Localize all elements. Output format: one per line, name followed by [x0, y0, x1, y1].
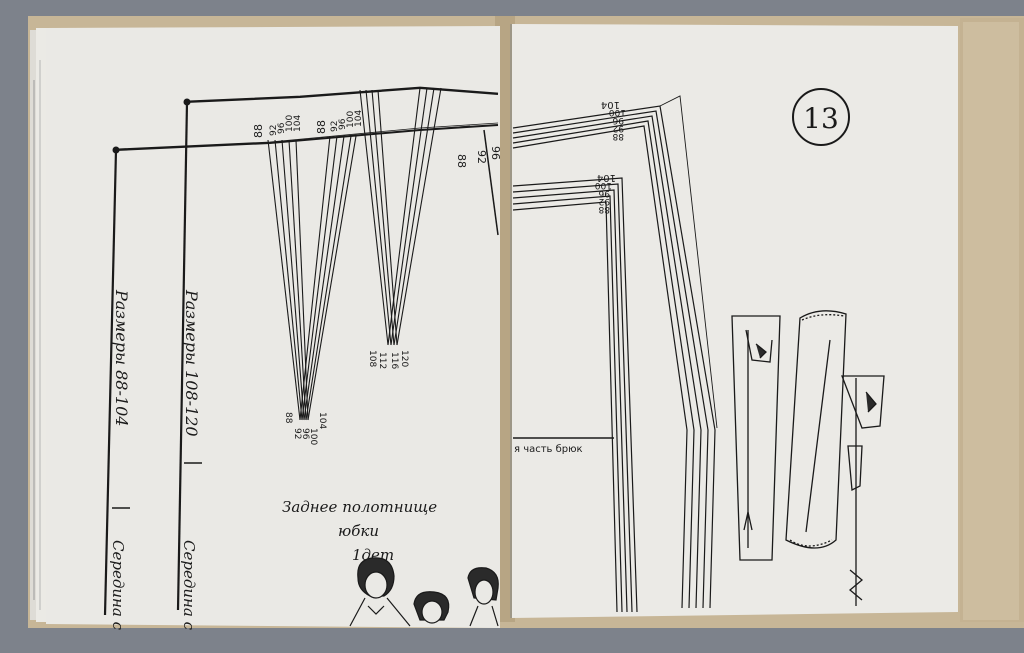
trouser-leg-2: [785, 310, 847, 549]
dart3-bottom-size-0: 108: [367, 350, 377, 367]
outer-size-4: 88: [612, 131, 624, 141]
dart1-top-size-0: 88: [252, 124, 265, 138]
inner-size-1: 100: [595, 180, 612, 190]
label-sizes-88-104: Размеры 88-104: [112, 289, 131, 426]
dart1-bottom-size-2: 96: [300, 428, 310, 440]
dart-1: [267, 135, 357, 421]
outer-size-0: 104: [601, 99, 620, 110]
dart-1-bottom-sizes: 88 92 96 100 104: [283, 412, 327, 445]
fashion-figures-illustration: [349, 557, 499, 627]
dart1-bottom-size-3: 100: [308, 428, 318, 445]
dart2-top-size-1: 92: [330, 121, 340, 132]
trouser-part-label: я часть брюк: [514, 444, 583, 455]
dart1-top-size-3: 100: [285, 115, 295, 132]
dart1-top-size-2: 96: [277, 122, 287, 134]
inner-size-2: 96: [598, 188, 610, 198]
dart3-bottom-size-2: 116: [389, 352, 399, 369]
label-center-right: Середина с: [180, 540, 198, 631]
dart1-top-size-1: 92: [269, 125, 279, 136]
dart2-top-size-2: 96: [338, 118, 348, 130]
dart2-top-size-0: 88: [315, 120, 328, 134]
label-center-left: Середина с: [109, 540, 127, 631]
trouser-leg-3: [841, 375, 885, 606]
dart3-bottom-size-1: 112: [377, 352, 387, 369]
trouser-illustrations: [731, 310, 885, 606]
dart-2: [359, 87, 442, 346]
figure-1: [349, 557, 411, 627]
hem-size-1: 92: [475, 150, 488, 164]
inner-size-4: 88: [598, 204, 610, 214]
figure-3: [467, 567, 499, 627]
figure-2: [413, 591, 450, 624]
dart1-bottom-size-1: 92: [292, 428, 302, 439]
dart2-top-size-4: 104: [354, 110, 364, 127]
page-number: 13: [803, 102, 839, 135]
trouser-pattern-lines: [512, 95, 718, 613]
inner-size-3: 92: [599, 196, 610, 206]
caption-line-1: Заднее полотнище: [282, 498, 437, 516]
trouser-leg-1: [731, 315, 781, 561]
label-sizes-108-120: Размеры 108-120: [182, 289, 201, 437]
skirt-pattern-lines: [103, 86, 499, 616]
outer-size-1: 100: [609, 107, 626, 117]
outer-size-2: 96: [612, 115, 624, 125]
right-page: [510, 24, 958, 618]
outer-size-3: 92: [613, 123, 624, 133]
dart-2-top-sizes: 88 92 96 100 104: [315, 110, 364, 134]
dart3-bottom-size-3: 120: [399, 350, 409, 367]
dart-3-bottom-sizes: 108 112 116 120: [367, 350, 409, 369]
dart-1-top-sizes: 88 92 96 100 104: [252, 115, 303, 138]
caption-line-2: юбки: [338, 522, 379, 540]
dart2-top-size-3: 100: [346, 111, 356, 128]
hem-size-0: 88: [455, 154, 468, 168]
hem-sizes: 88 92 96: [455, 146, 502, 168]
dart1-bottom-size-4: 104: [317, 412, 327, 429]
hem-size-2: 96: [489, 146, 502, 160]
page-number-stamp: 13: [792, 88, 850, 146]
dart1-bottom-size-0: 88: [283, 412, 293, 424]
left-page: [46, 26, 500, 628]
dart1-top-size-4: 104: [293, 115, 303, 132]
outer-size-labels: 104 100 96 92 88: [601, 99, 626, 141]
inner-size-0: 104: [597, 172, 616, 183]
inner-size-labels: 104 100 96 92 88: [595, 172, 616, 214]
